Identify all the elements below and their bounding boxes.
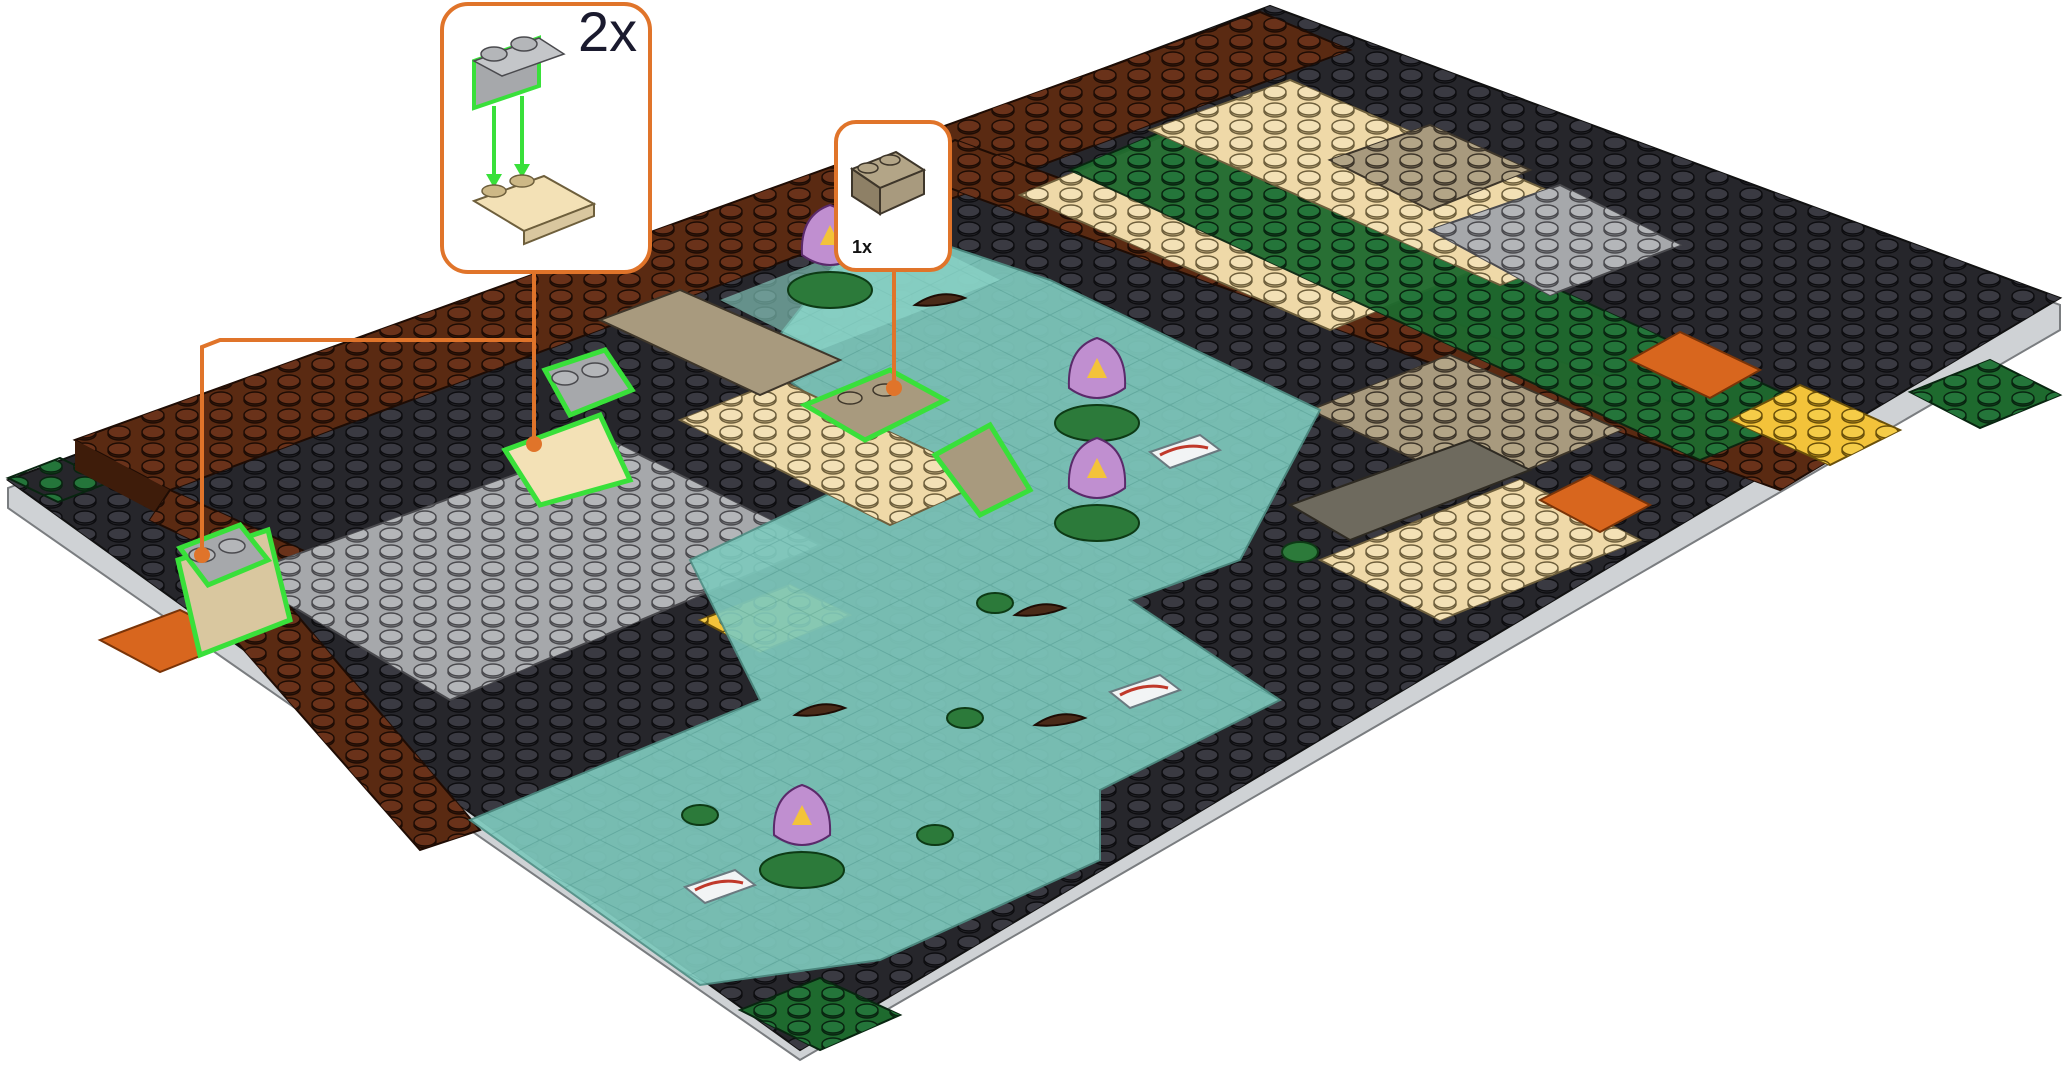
round-plate-icon	[947, 708, 983, 728]
round-plate-icon	[1282, 542, 1318, 562]
callout-quantity-1x: 1x	[852, 238, 872, 256]
dark-tan-slope-icon	[838, 124, 948, 234]
round-plate-icon	[682, 805, 718, 825]
callout-quantity-2x: 2x	[578, 4, 637, 60]
round-plate-icon	[917, 825, 953, 845]
round-plate-icon	[977, 593, 1013, 613]
